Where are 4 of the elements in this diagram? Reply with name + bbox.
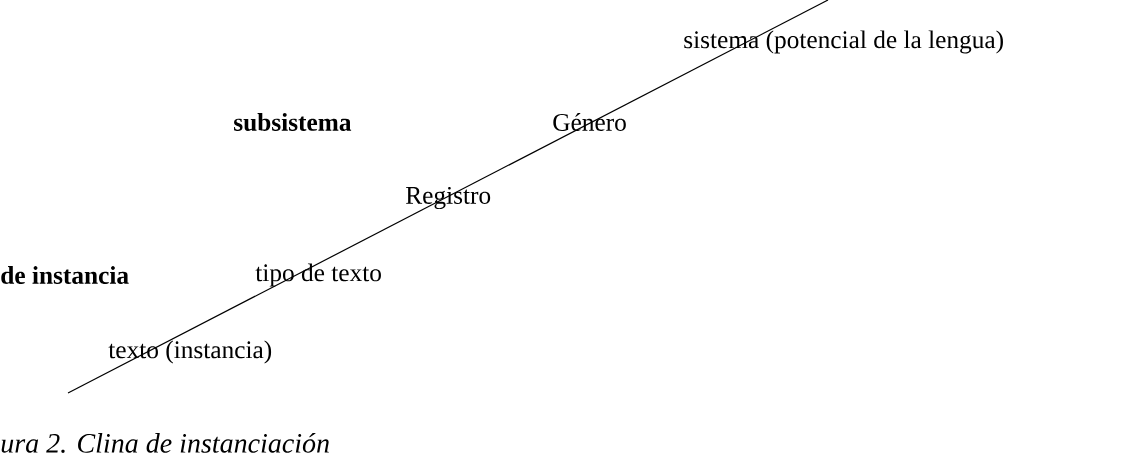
label: subsistema: [234, 113, 352, 131]
label: de instancia: [1, 266, 129, 284]
label: tipo de texto: [255, 263, 381, 287]
caption: ura 2. Clina de instanciación: [1, 433, 329, 453]
